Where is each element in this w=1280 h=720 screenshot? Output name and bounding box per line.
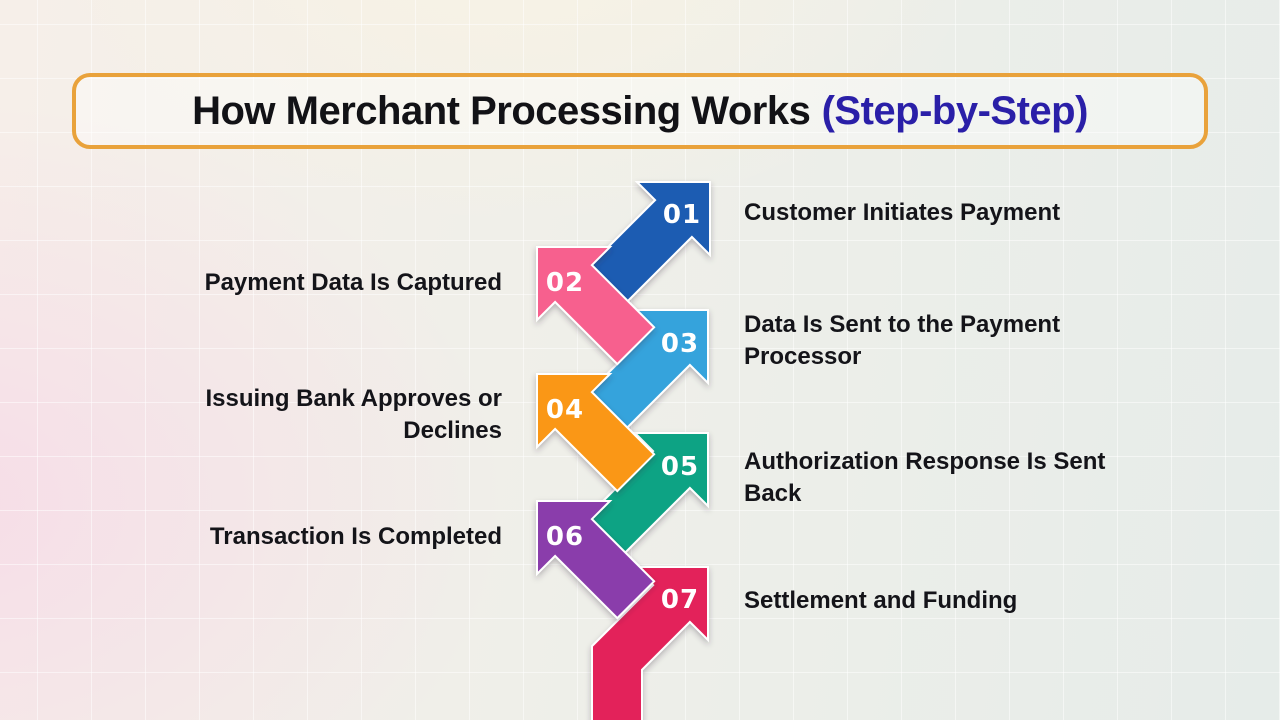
- title-accent: (Step-by-Step): [821, 88, 1089, 133]
- step-number-7: 07: [661, 585, 699, 615]
- step-number-5: 05: [661, 452, 699, 482]
- arrow-step-2: [536, 246, 656, 366]
- step-number-4: 04: [546, 395, 584, 425]
- step-number-2: 02: [546, 268, 584, 298]
- step-number-3: 03: [661, 329, 699, 359]
- step-number-1: 01: [663, 200, 701, 230]
- title-box: How Merchant Processing Works(Step-by-St…: [72, 73, 1208, 149]
- page-title: How Merchant Processing Works(Step-by-St…: [192, 89, 1088, 134]
- step-label-1: Customer Initiates Payment: [744, 199, 1061, 226]
- title-main: How Merchant Processing Works: [192, 88, 811, 133]
- step-label-3: Data Is Sent to the Payment Processor: [744, 311, 1061, 370]
- step-number-6: 06: [546, 522, 584, 552]
- arrow-step-4: [536, 373, 656, 493]
- arrow-step-6: [536, 500, 656, 620]
- step-label-5: Authorization Response Is Sent Back: [744, 448, 1106, 507]
- step-label-4: Issuing Bank Approves or Declines: [205, 385, 502, 444]
- step-label-7: Settlement and Funding: [744, 587, 1018, 614]
- step-label-6: Transaction Is Completed: [209, 523, 502, 550]
- step-label-2: Payment Data Is Captured: [204, 269, 502, 296]
